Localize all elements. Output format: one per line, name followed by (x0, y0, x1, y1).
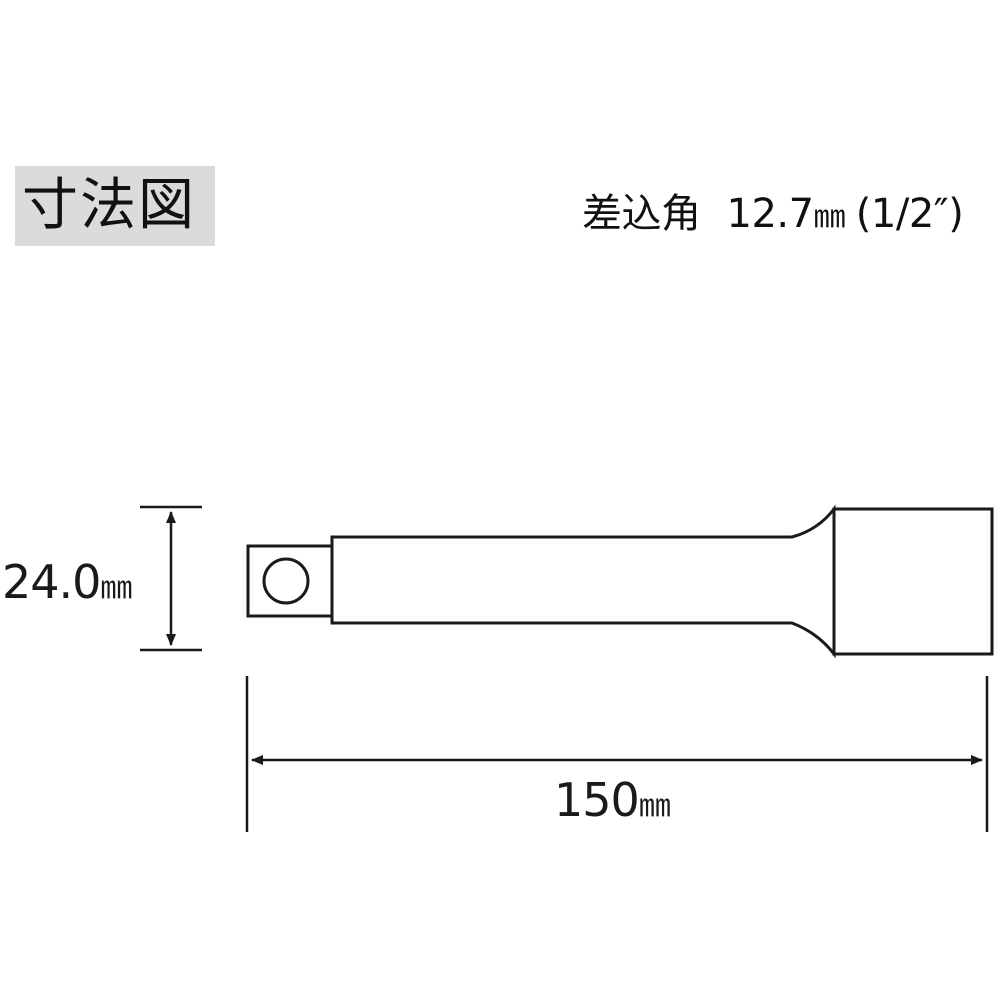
page-title: 寸法図 (22, 173, 196, 238)
height-value: 24.0 (2, 555, 101, 609)
drive-size-label: 差込角 (582, 191, 701, 237)
shaft-body (330, 504, 994, 659)
length-value: 150 (554, 773, 640, 827)
length-dimension-label: 150㎜ (554, 768, 671, 837)
title-background (15, 166, 215, 246)
length-unit: ㎜ (638, 786, 671, 824)
drive-size-unit: ㎜ (813, 197, 846, 235)
square-drive (246, 544, 334, 618)
height-dimension (140, 505, 202, 652)
height-unit: ㎜ (100, 568, 132, 606)
length-dimension (245, 676, 989, 832)
drive-size-spec: 差込角 12.7㎜ (1/2″) (582, 188, 964, 242)
height-dimension-label: 24.0㎜ (2, 552, 132, 617)
drive-size-imperial: (1/2″) (855, 191, 964, 237)
drive-size-value: 12.7 (726, 191, 815, 237)
